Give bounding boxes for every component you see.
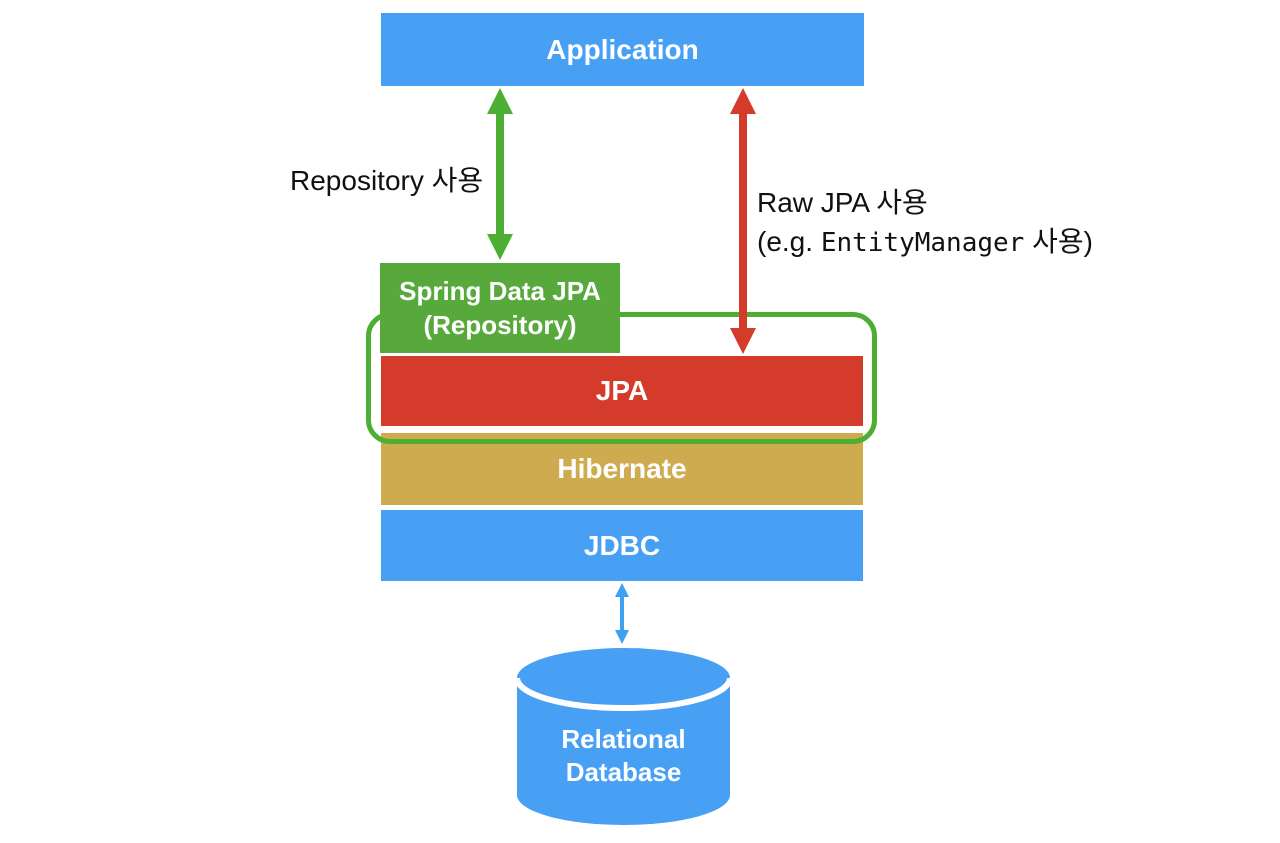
repository-arrow-shaft	[496, 110, 504, 238]
repository-usage-label: Repository 사용	[290, 165, 484, 196]
jdbc-box: JDBC	[381, 510, 863, 581]
jpa-group-outline	[366, 312, 877, 444]
raw-jpa-usage-line2: (e.g. EntityManager 사용)	[757, 222, 1093, 263]
application-label: Application	[546, 33, 699, 65]
spring-data-jpa-label-line2: (Repository)	[423, 310, 577, 340]
repository-arrow-head-up	[487, 88, 513, 114]
spring-data-jpa-label-line1: Spring Data JPA	[399, 276, 601, 306]
repository-arrow-head-down	[487, 234, 513, 260]
database-cylinder-divider	[514, 677, 733, 711]
jdbc-database-arrow-head-up	[615, 583, 629, 597]
jpa-box: JPA	[381, 356, 863, 426]
database-label-line1: Relational	[561, 724, 686, 754]
raw-jpa-usage-label: Raw JPA 사용 (e.g. EntityManager 사용)	[757, 183, 1093, 263]
database-cylinder-body	[517, 648, 730, 825]
jdbc-label: JDBC	[583, 529, 661, 561]
entity-manager-code: EntityManager	[820, 228, 1025, 258]
raw-jpa-arrow	[730, 88, 756, 354]
spring-data-jpa-box: Spring Data JPA (Repository)	[380, 263, 620, 353]
hibernate-label: Hibernate	[557, 453, 687, 484]
jdbc-database-arrow-head-down	[615, 630, 629, 644]
application-box: Application	[381, 13, 864, 86]
raw-jpa-usage-line1: Raw JPA 사용	[757, 187, 928, 218]
repository-arrow	[487, 88, 513, 260]
raw-jpa-usage-line2-suffix: 사용)	[1024, 226, 1093, 257]
jpa-label: JPA	[595, 375, 649, 406]
raw-jpa-arrow-head-down	[730, 328, 756, 354]
raw-jpa-usage-line2-prefix: (e.g.	[757, 226, 821, 257]
hibernate-box: Hibernate	[381, 433, 863, 505]
jdbc-database-arrow	[615, 583, 629, 644]
raw-jpa-arrow-shaft	[739, 110, 747, 332]
database-label: Relational Database	[517, 723, 730, 789]
raw-jpa-arrow-head-up	[730, 88, 756, 114]
database-label-line2: Database	[565, 757, 682, 787]
jdbc-database-arrow-shaft	[620, 593, 624, 634]
database-cylinder	[514, 648, 733, 825]
